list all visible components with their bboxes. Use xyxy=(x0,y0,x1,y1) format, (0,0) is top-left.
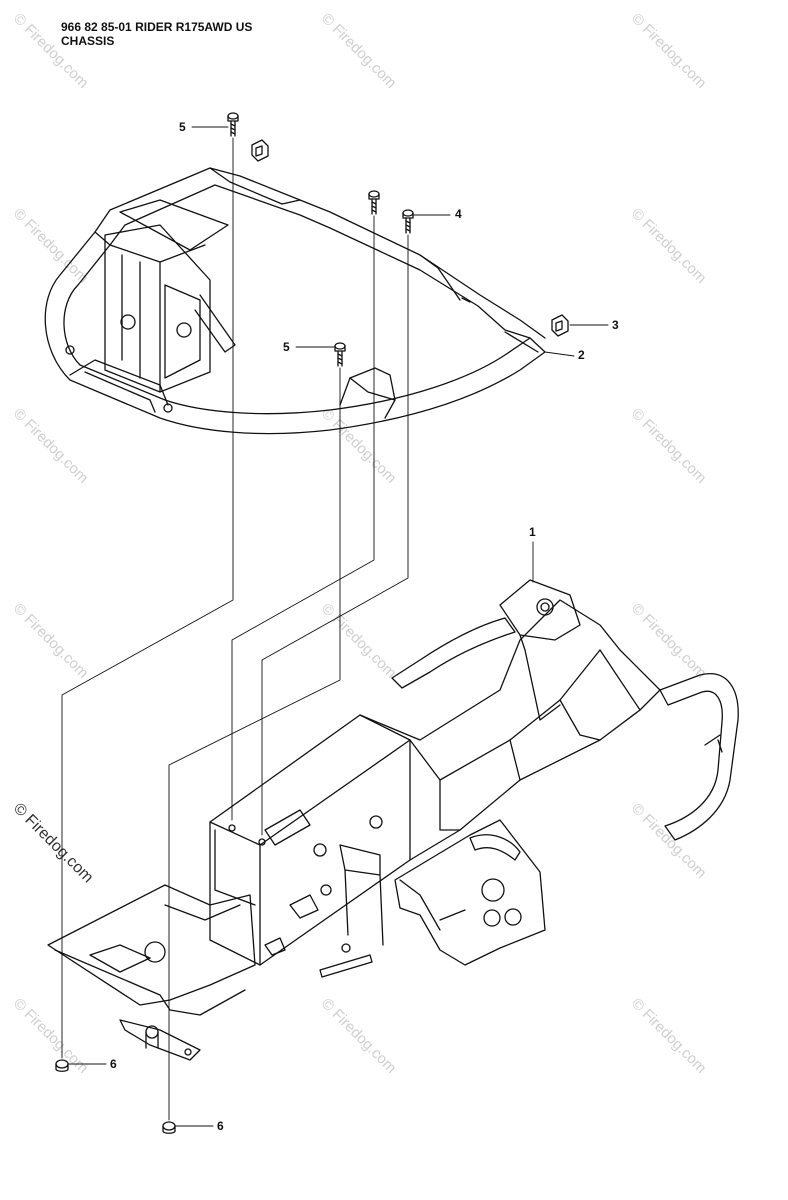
callout-6-left: 6 xyxy=(110,1057,117,1071)
bolt-5-top xyxy=(227,112,239,137)
clip-top xyxy=(251,139,269,162)
callout-2: 2 xyxy=(578,348,585,362)
bolt-center xyxy=(368,190,380,215)
diagram-title: 966 82 85-01 RIDER R175AWD US xyxy=(61,20,253,34)
callout-4: 4 xyxy=(455,207,462,221)
assembly-lines xyxy=(61,137,409,1121)
nut-6-left xyxy=(55,1059,69,1072)
callout-5-top: 5 xyxy=(179,120,186,134)
bolt-5-mid xyxy=(334,342,346,367)
callout-3: 3 xyxy=(612,318,619,332)
diagram-subtitle: CHASSIS xyxy=(61,34,115,48)
leader-lines xyxy=(67,126,609,1127)
bolt-4 xyxy=(402,209,414,234)
callout-6-lower: 6 xyxy=(217,1119,224,1133)
main-chassis-frame xyxy=(47,579,739,1061)
nut-6-lower xyxy=(162,1121,176,1134)
callout-1: 1 xyxy=(529,525,536,539)
diagram-header: 966 82 85-01 RIDER R175AWD US CHASSIS xyxy=(61,20,252,48)
callout-5-mid: 5 xyxy=(283,340,290,354)
clip-3 xyxy=(551,314,569,337)
bumper-frame xyxy=(44,167,546,435)
